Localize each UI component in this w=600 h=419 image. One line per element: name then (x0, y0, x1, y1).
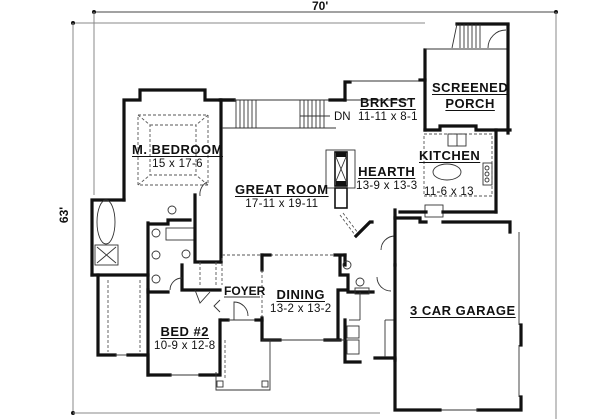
room-name: DINING (276, 287, 325, 302)
master-bedroom-walls (122, 88, 236, 264)
room-kitchen: KITCHEN (419, 149, 480, 162)
room-name: SCREENED (432, 80, 509, 95)
room-brkfst: BRKFST 11-11 x 8-1 (358, 96, 418, 124)
overall-width-label: 70' (312, 0, 329, 13)
fireplace (325, 149, 374, 239)
room-name: 3 CAR GARAGE (410, 303, 516, 318)
room-dimensions: 11-11 x 8-1 (358, 111, 418, 123)
room-name: KITCHEN (419, 148, 481, 163)
room-foyer: FOYER (224, 285, 265, 297)
room-name: BRKFST (360, 95, 416, 110)
room-name: FOYER (224, 284, 266, 298)
stairs (219, 98, 408, 129)
room-m-bedroom: M. BEDROOM 15 x 17-6 (132, 143, 223, 171)
room-dimensions: 15 x 17-6 (152, 158, 203, 170)
garage-walls (393, 216, 523, 412)
room-dimensions: 10-9 x 12-8 (154, 340, 216, 352)
overall-depth-label: 63' (57, 206, 72, 224)
room-name: BED #2 (160, 324, 209, 339)
room-name: GREAT ROOM (235, 182, 329, 197)
room-dimensions: 13-2 x 13-2 (270, 303, 332, 315)
room-great-room: GREAT ROOM 17-11 x 19-11 (235, 183, 329, 211)
room-name-line2: PORCH (445, 96, 495, 111)
room-dimensions: 11-6 x 13 (424, 186, 474, 198)
room-bed-2: BED #2 10-9 x 12-8 (154, 325, 215, 353)
bed-2-walls (146, 288, 222, 377)
dimension-lines (71, 10, 558, 419)
screened-porch-walls (423, 22, 512, 135)
stairs-down-label: DN (334, 111, 351, 123)
room-dining: DINING 13-2 x 13-2 (270, 288, 331, 316)
room-garage: 3 CAR GARAGE (410, 304, 516, 317)
room-dimensions: 17-11 x 19-11 (245, 198, 319, 210)
room-screened-porch: SCREENED PORCH (432, 81, 508, 110)
foyer-walls (215, 258, 271, 391)
room-name: HEARTH (358, 164, 416, 179)
laundry-walls (338, 208, 397, 364)
room-dimensions: 13-9 x 13-3 (356, 180, 418, 192)
room-hearth: HEARTH 13-9 x 13-3 (356, 165, 417, 193)
kitchen-dimensions: 11-6 x 13 (424, 184, 474, 199)
room-name: M. BEDROOM (132, 142, 223, 157)
kitchen-walls (398, 128, 498, 218)
